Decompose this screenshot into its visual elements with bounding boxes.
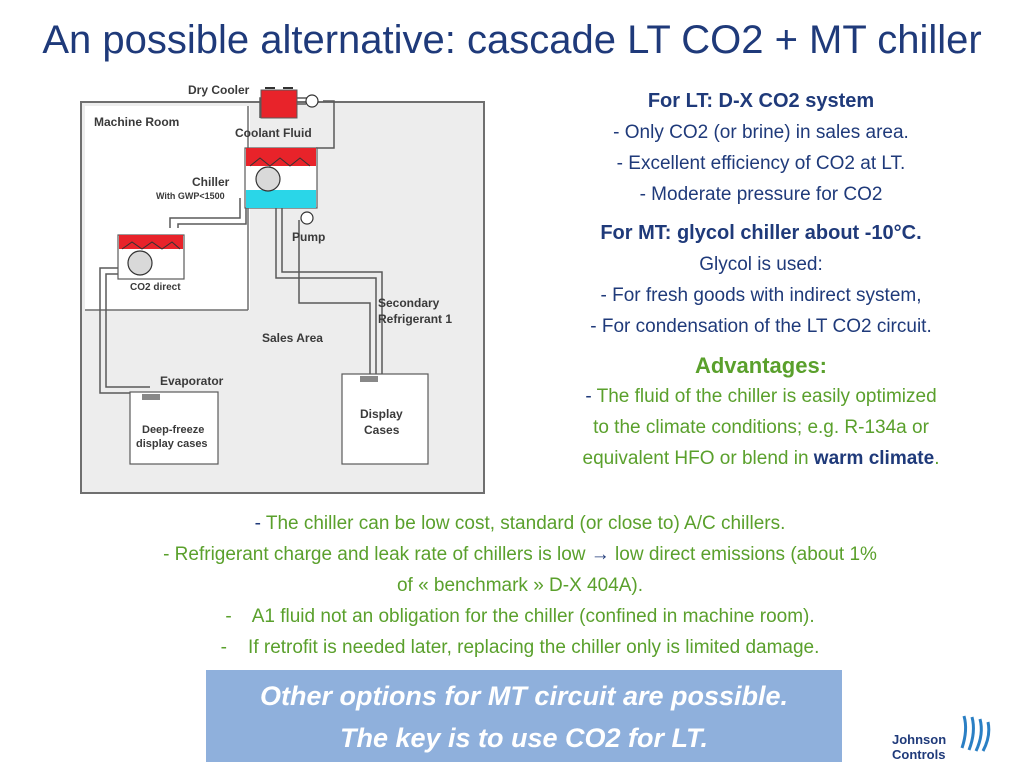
dry-cooler-pump-icon bbox=[305, 94, 319, 108]
bullet-line: - A1 fluid not an obligation for the chi… bbox=[225, 606, 815, 627]
lt-section: For LT: D-X CO2 system - Only CO2 (or br… bbox=[530, 86, 992, 210]
label-gwp: With GWP<1500 bbox=[156, 191, 225, 201]
chiller-compressor-icon bbox=[255, 166, 281, 192]
bullet-text: - Refrigerant charge and leak rate of ch… bbox=[163, 544, 591, 565]
label-dry-cooler: Dry Cooler bbox=[188, 83, 250, 97]
bullet-line: - If retrofit is needed later, replacing… bbox=[220, 637, 820, 658]
advantages-line: to the climate conditions; e.g. R-134a o… bbox=[593, 417, 929, 438]
label-pump: Pump bbox=[292, 230, 325, 244]
logo-mark-icon bbox=[960, 715, 991, 752]
callout-box: Other options for MT circuit are possibl… bbox=[206, 670, 842, 762]
advantages-text: The fluid of the chiller is easily optim… bbox=[596, 386, 937, 407]
mt-section: For MT: glycol chiller about -10°C. Glyc… bbox=[530, 218, 992, 342]
callout-line: Other options for MT circuit are possibl… bbox=[259, 681, 789, 711]
label-sales-area: Sales Area bbox=[262, 331, 323, 345]
diagram-svg: Dry Cooler Machine Room Coolant Fluid Ch… bbox=[80, 83, 485, 494]
label-secondary-2: Refrigerant 1 bbox=[378, 312, 452, 326]
pump-icon bbox=[300, 211, 314, 225]
label-display-2: Cases bbox=[364, 423, 400, 437]
label-chiller: Chiller bbox=[192, 175, 230, 189]
refrigeration-diagram: Dry Cooler Machine Room Coolant Fluid Ch… bbox=[80, 78, 485, 494]
chiller-condenser bbox=[246, 148, 316, 166]
logo-line: Johnson bbox=[892, 732, 947, 747]
warm-climate-emphasis: warm climate bbox=[813, 448, 935, 469]
co2-compressor-icon bbox=[127, 250, 153, 276]
lt-line: - Only CO2 (or brine) in sales area. bbox=[613, 122, 909, 143]
bullet-text: The chiller can be low cost, standard (o… bbox=[260, 513, 786, 534]
advantages-line: equivalent HFO or blend in warm climate. bbox=[530, 443, 992, 474]
deep-freeze-case bbox=[129, 391, 219, 465]
johnson-controls-logo: Johnson Controls bbox=[892, 714, 1002, 762]
bottom-bullets: - The chiller can be low cost, standard … bbox=[60, 508, 980, 663]
bullet-dash: - bbox=[254, 513, 261, 534]
chiller-evaporator bbox=[246, 190, 316, 208]
callout-line: The key is to use CO2 for LT. bbox=[339, 723, 709, 753]
evaporator-fan-icon bbox=[142, 394, 160, 400]
bullet-line: - The chiller can be low cost, standard … bbox=[60, 508, 980, 539]
label-display-1: Display bbox=[360, 407, 403, 421]
mt-heading: For MT: glycol chiller about -10°C. bbox=[600, 222, 922, 244]
advantages-text: equivalent HFO or blend in bbox=[582, 448, 814, 469]
label-machine-room: Machine Room bbox=[94, 115, 179, 129]
logo-wordmark: Johnson Controls bbox=[892, 732, 946, 762]
label-co2-direct: CO2 direct bbox=[130, 282, 181, 293]
right-text-column: For LT: D-X CO2 system - Only CO2 (or br… bbox=[530, 86, 992, 474]
bullet-line: - Refrigerant charge and leak rate of ch… bbox=[60, 539, 980, 570]
slide-title: An possible alternative: cascade LT CO2 … bbox=[42, 18, 982, 62]
dry-cooler-unit bbox=[260, 89, 298, 119]
bullet-text: low direct emissions (about 1% bbox=[609, 544, 877, 565]
label-evaporator: Evaporator bbox=[160, 374, 224, 388]
label-coolant-fluid: Coolant Fluid bbox=[235, 126, 312, 140]
label-deep-freeze-1: Deep-freeze bbox=[142, 424, 204, 436]
lt-line: - Moderate pressure for CO2 bbox=[639, 184, 883, 205]
advantages-section: Advantages: - The fluid of the chiller i… bbox=[530, 350, 992, 474]
mt-line: - For fresh goods with indirect system, bbox=[600, 285, 922, 306]
arrow-right-icon: → bbox=[590, 544, 610, 565]
lt-line: - Excellent efficiency of CO2 at LT. bbox=[616, 153, 906, 174]
advantages-dash: - bbox=[585, 386, 592, 407]
advantages-line: - The fluid of the chiller is easily opt… bbox=[530, 381, 992, 412]
display-case bbox=[341, 373, 429, 465]
mt-line: Glycol is used: bbox=[699, 254, 823, 275]
co2-condenser bbox=[119, 235, 183, 249]
bullet-line: of « benchmark » D-X 404A). bbox=[396, 575, 644, 596]
label-secondary-1: Secondary bbox=[378, 296, 440, 310]
advantages-heading: Advantages: bbox=[694, 353, 828, 378]
label-deep-freeze-2: display cases bbox=[136, 438, 208, 450]
lt-heading: For LT: D-X CO2 system bbox=[647, 90, 875, 112]
mt-line: - For condensation of the LT CO2 circuit… bbox=[590, 316, 932, 337]
advantages-text: . bbox=[934, 448, 940, 469]
logo-line: Controls bbox=[892, 747, 946, 762]
display-fan-icon bbox=[360, 376, 378, 382]
